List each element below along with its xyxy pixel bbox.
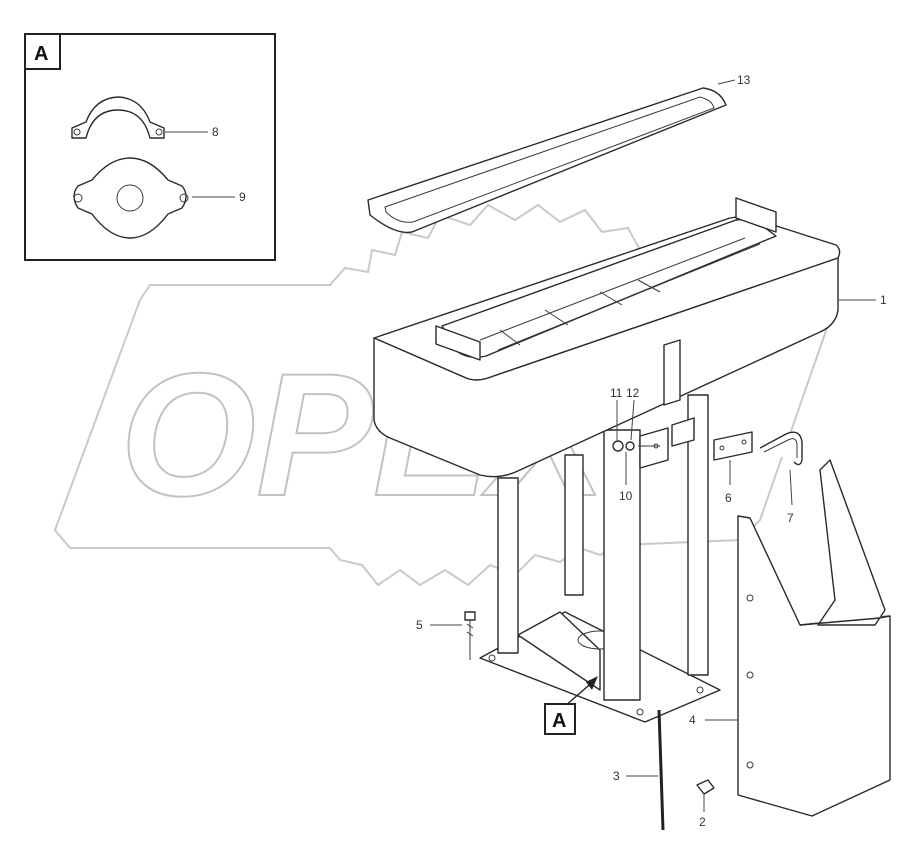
plate-part-6 [713,431,753,461]
detail-tag-box [544,703,576,735]
console-housing-part-1 [373,197,841,478]
seal-part-13 [367,87,727,234]
callout-13: 13 [737,73,751,87]
u-bolt-part-7 [759,431,803,466]
callout-4: 4 [689,713,696,727]
callout-12: 12 [626,386,640,400]
callout-9: 9 [239,190,246,204]
callout-1: 1 [880,293,887,307]
rod-part-3 [657,709,665,831]
clip-part-2 [696,779,715,795]
callout-2: 2 [699,815,706,829]
callout-10: 10 [619,489,633,503]
stand-frame [479,394,721,723]
callout-5: 5 [416,618,423,632]
inset-tag-box [24,33,61,70]
inset-tag-label: A [34,43,48,65]
callout-6: 6 [725,491,732,505]
callout-3: 3 [613,769,620,783]
fastener-group [612,440,660,452]
inset-detail-a: A 8 9 [24,33,276,261]
callout-8: 8 [212,125,219,139]
detail-tag-label: A [552,710,566,732]
callout-11: 11 [610,386,623,400]
flange-part-9 [73,157,189,239]
callout-7: 7 [787,511,794,525]
clamp-part-8 [71,96,165,139]
detail-a-marker: A [544,676,598,735]
bolt-part-5 [464,611,476,660]
side-cover-part-4 [737,459,891,817]
